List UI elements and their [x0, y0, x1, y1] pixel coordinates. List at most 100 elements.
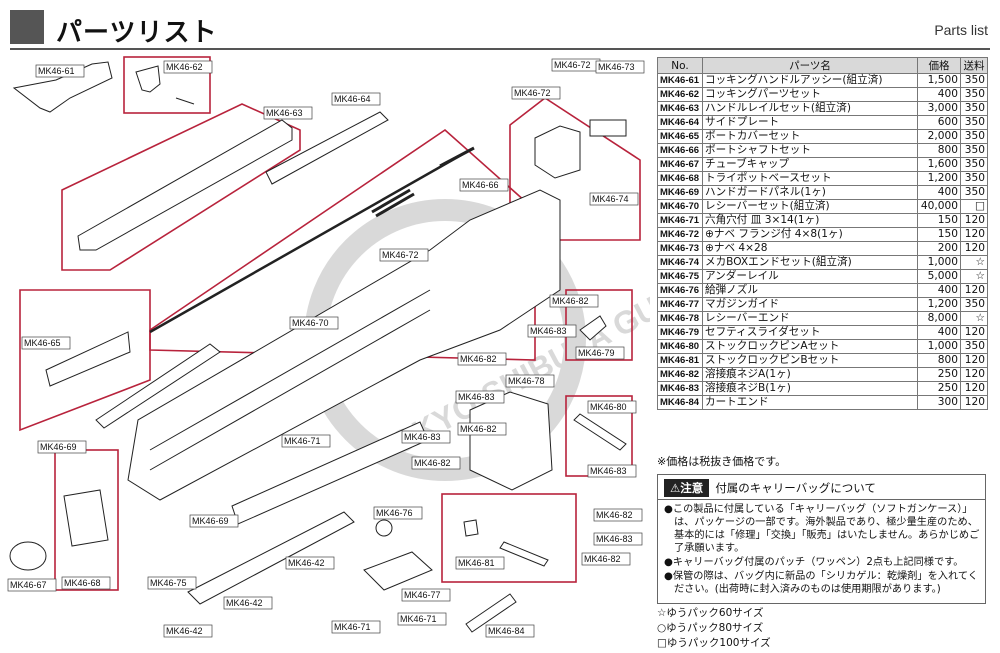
part-number: MK46-77	[657, 297, 703, 312]
part-label-box	[61, 576, 111, 590]
part-label: MK46-70	[292, 318, 329, 328]
part-number: MK46-81	[657, 353, 703, 368]
part-price: 40,000	[917, 199, 961, 214]
part-label-box	[163, 624, 213, 638]
part-name: 六角穴付 皿 3×14(1ヶ)	[702, 213, 918, 228]
part-label: MK46-69	[40, 442, 77, 452]
part-price: 400	[917, 283, 961, 298]
legend-item: ○ゆうパック80サイズ	[657, 622, 764, 634]
part-label-box	[549, 294, 599, 308]
part-label-box	[575, 346, 625, 360]
part-shipping: 350	[960, 73, 988, 88]
part-76	[375, 519, 393, 537]
part-number: MK46-63	[657, 101, 703, 116]
part-label: MK46-68	[64, 578, 101, 588]
part-name: チューブキャップ	[702, 157, 918, 172]
part-shipping: 350	[960, 87, 988, 102]
header-rule	[10, 48, 990, 50]
part-label-box	[485, 624, 535, 638]
part-name: ⊕ナベ フランジ付 4×8(1ヶ)	[702, 227, 918, 242]
part-number: MK46-68	[657, 171, 703, 186]
part-84	[465, 593, 517, 633]
part-number: MK46-67	[657, 157, 703, 172]
part-label-box	[455, 556, 505, 570]
part-label: MK46-74	[592, 194, 629, 204]
part-name: レシーバーエンド	[702, 311, 918, 326]
legend-item: ☆ゆうパック60サイズ	[657, 607, 764, 619]
part-price: 600	[917, 115, 961, 130]
part-price: 1,500	[917, 73, 961, 88]
callout-boxes	[19, 56, 641, 591]
part-label-box	[163, 60, 213, 74]
part-label-box	[331, 620, 381, 634]
part-number: MK46-69	[657, 185, 703, 200]
part-number: MK46-64	[657, 115, 703, 130]
part-label: MK46-71	[334, 622, 371, 632]
part-label: MK46-72	[514, 88, 551, 98]
part-name: サイドプレート	[702, 115, 918, 130]
box-mk46-81	[441, 493, 577, 583]
part-price: 800	[917, 143, 961, 158]
part-label: MK46-82	[552, 296, 589, 306]
part-shipping: 120	[960, 353, 988, 368]
part-name: ストックロックピンAセット	[702, 339, 918, 354]
box-mk46-65	[19, 289, 151, 432]
part-shipping: 350	[960, 339, 988, 354]
part-label-box	[21, 336, 71, 350]
page-subtitle: Parts list	[934, 22, 988, 38]
box-mk46-68	[54, 449, 119, 591]
part-label: MK46-64	[334, 94, 371, 104]
part-62	[135, 65, 161, 93]
part-label: MK46-78	[508, 376, 545, 386]
part-name: ストックロックピンBセット	[702, 353, 918, 368]
part-label-box	[7, 578, 57, 592]
part-label-box	[455, 390, 505, 404]
part-shipping: 120	[960, 381, 988, 396]
part-name: トライポットベースセット	[702, 171, 918, 186]
part-label: MK46-67	[10, 580, 47, 590]
part-price: 400	[917, 87, 961, 102]
part-label: MK46-80	[590, 402, 627, 412]
part-79	[579, 315, 607, 341]
part-shipping: 120	[960, 283, 988, 298]
part-price: 300	[917, 395, 961, 410]
header-square	[10, 10, 44, 44]
part-shipping: 350	[960, 129, 988, 144]
part-74	[534, 125, 581, 179]
part-65	[45, 331, 131, 387]
part-label-box	[223, 596, 273, 610]
part-shipping: 350	[960, 157, 988, 172]
part-label-box	[459, 178, 509, 192]
part-number: MK46-79	[657, 325, 703, 340]
part-number: MK46-80	[657, 339, 703, 354]
part-label-box	[457, 422, 507, 436]
part-label-box	[587, 400, 637, 414]
part-label: MK46-65	[24, 338, 61, 348]
shipping-legend: ☆ゆうパック60サイズ ○ゆうパック80サイズ □ゆうパック100サイズ	[657, 606, 771, 651]
parts-table-header: No. パーツ名 価格 送料	[657, 57, 988, 74]
part-label-box	[331, 92, 381, 106]
part-number: MK46-65	[657, 129, 703, 144]
part-label: MK46-61	[38, 66, 75, 76]
part-label-box	[379, 248, 429, 262]
part-label: MK46-83	[596, 534, 633, 544]
part-shipping: ☆	[960, 255, 988, 270]
box-mk46-63	[61, 103, 301, 271]
part-label: MK46-82	[460, 354, 497, 364]
part-number: MK46-78	[657, 311, 703, 326]
box-mk46-62	[123, 56, 211, 114]
part-number: MK46-66	[657, 143, 703, 158]
